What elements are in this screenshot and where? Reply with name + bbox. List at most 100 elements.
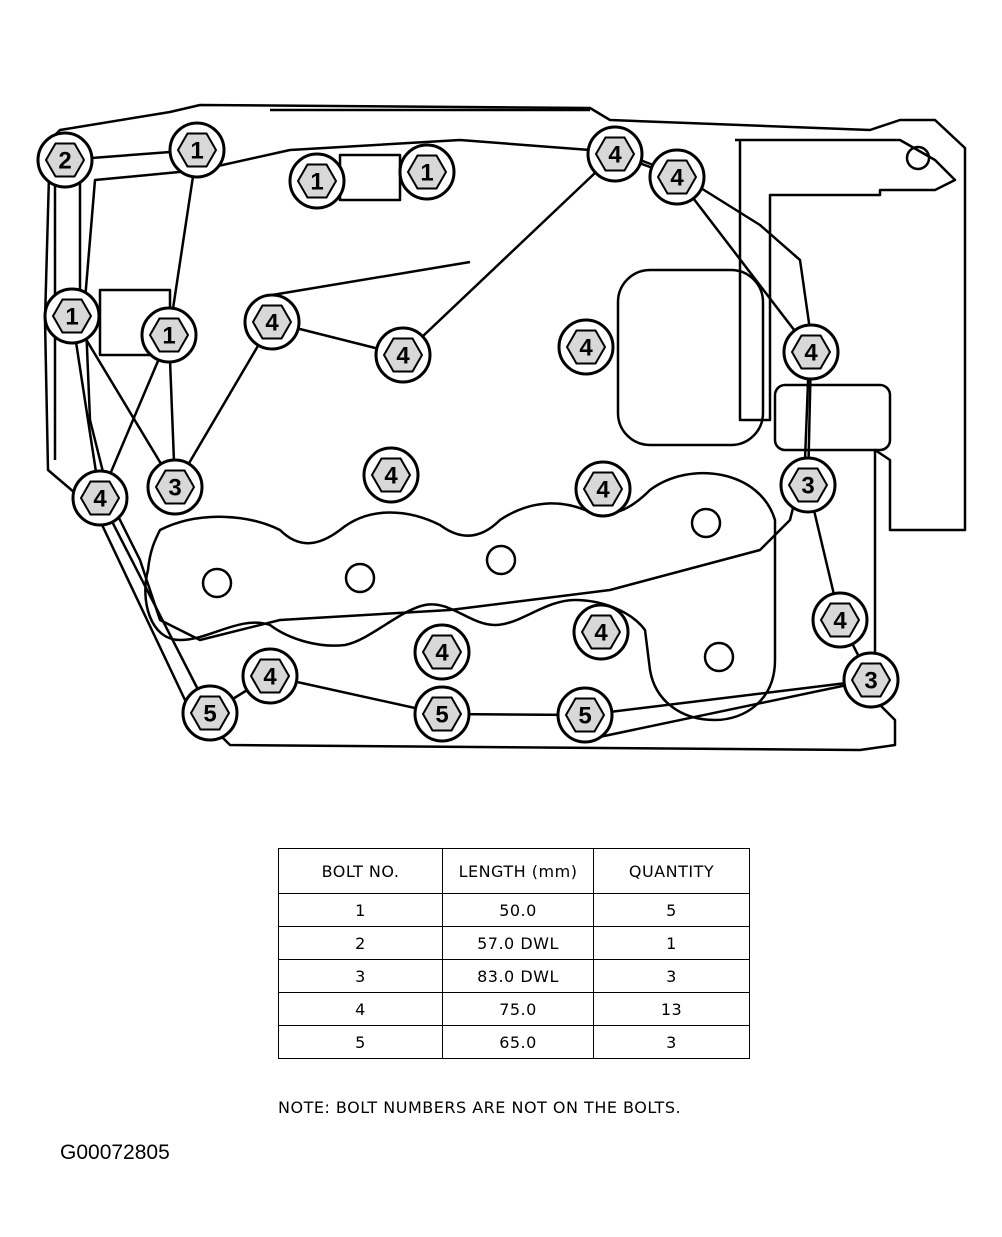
bolt-head-icon — [594, 136, 636, 172]
bolt-head-icon — [819, 602, 861, 638]
bolt-1-marker: 1 — [398, 143, 456, 201]
cell-bolt-no: 4 — [278, 992, 443, 1026]
cell-quantity: 3 — [593, 959, 750, 993]
bolt-note: NOTE: BOLT NUMBERS ARE NOT ON THE BOLTS. — [278, 1098, 682, 1117]
bolt-1-marker: 1 — [140, 306, 198, 364]
bolt-4-marker: 4 — [586, 125, 644, 183]
bolt-2-marker: 2 — [36, 131, 94, 189]
bolt-number-label: 2 — [58, 148, 71, 175]
bolt-group: 2 1 1 1 4 4 1 1 4 4 4 4 4 3 4 4 3 4 4 4 3 5 5 5 4 — [36, 121, 900, 744]
bolt-head-icon — [79, 480, 121, 516]
bolt-4-marker: 4 — [572, 603, 630, 661]
bolt-head-icon — [850, 662, 892, 698]
bolt-head-icon — [656, 159, 698, 195]
bolt-3-marker: 3 — [146, 458, 204, 516]
cell-length: 75.0 — [442, 992, 594, 1026]
header-quantity: QUANTITY — [593, 848, 750, 894]
bolt-head-icon — [370, 457, 412, 493]
bolt-number-label: 4 — [579, 335, 593, 362]
bolt-number-label: 3 — [168, 475, 181, 502]
bolt-number-label: 5 — [435, 702, 448, 729]
bolt-number-label: 4 — [263, 664, 277, 691]
bolt-number-label: 5 — [203, 701, 216, 728]
table-row: 4 75.0 13 — [278, 992, 750, 1026]
bolt-1-marker: 1 — [43, 287, 101, 345]
cell-bolt-no: 2 — [278, 926, 443, 960]
bolt-head-icon — [582, 471, 624, 507]
bolt-4-marker: 4 — [243, 293, 301, 351]
bolt-number-label: 4 — [594, 620, 608, 647]
bolt-4-marker: 4 — [374, 326, 432, 384]
cell-quantity: 5 — [593, 893, 750, 927]
bolt-head-icon — [564, 697, 606, 733]
bolt-1-marker: 1 — [288, 152, 346, 210]
table-row: 3 83.0 DWL 3 — [278, 959, 750, 993]
bolt-5-marker: 5 — [556, 686, 614, 744]
valve-body-diagram: 2 1 1 1 4 4 1 1 4 4 4 4 4 3 4 4 3 4 4 4 3 5 5 5 4 — [36, 103, 967, 752]
bolt-head-icon — [382, 337, 424, 373]
valve-body-outline — [43, 103, 967, 752]
solenoid-block — [773, 383, 892, 452]
bolt-4-marker: 4 — [71, 469, 129, 527]
bolt-head-icon — [189, 695, 231, 731]
right-bracket — [735, 138, 957, 422]
bolt-4-marker: 4 — [362, 446, 420, 504]
cell-length: 57.0 DWL — [442, 926, 594, 960]
cell-length: 50.0 — [442, 893, 594, 927]
bolt-number-label: 4 — [396, 343, 410, 370]
bolt-number-label: 4 — [596, 477, 610, 504]
bolt-number-label: 1 — [190, 138, 203, 165]
bolt-head-icon — [296, 163, 338, 199]
bolt-head-icon — [44, 142, 86, 178]
bolt-head-icon — [249, 658, 291, 694]
header-bolt-no: BOLT NO. — [278, 848, 443, 894]
bolt-4-marker: 4 — [413, 623, 471, 681]
bolt-head-icon — [406, 154, 448, 190]
bolt-4-marker: 4 — [782, 323, 840, 381]
bolt-head-icon — [51, 298, 93, 334]
table-row: 2 57.0 DWL 1 — [278, 926, 750, 960]
figure-id: G00072805 — [60, 1141, 170, 1164]
bolt-head-icon — [176, 132, 218, 168]
bolt-head-icon — [790, 334, 832, 370]
bolt-number-label: 4 — [833, 608, 847, 635]
bolt-5-marker: 5 — [413, 685, 471, 743]
valve-pocket — [616, 268, 765, 447]
bolt-4-marker: 4 — [574, 460, 632, 518]
header-length: LENGTH (mm) — [442, 848, 594, 894]
bolt-number-label: 4 — [265, 310, 279, 337]
bolt-number-label: 5 — [578, 703, 591, 730]
bolt-3-marker: 3 — [779, 456, 837, 514]
oil-passage-cavity — [144, 471, 777, 722]
cell-length: 65.0 — [442, 1025, 594, 1059]
bolt-4-marker: 4 — [648, 148, 706, 206]
bolt-head-icon — [148, 317, 190, 353]
bolt-number-label: 4 — [670, 165, 684, 192]
bolt-number-label: 4 — [435, 640, 449, 667]
bolt-1-marker: 1 — [168, 121, 226, 179]
bolt-number-label: 3 — [864, 668, 877, 695]
cell-length: 83.0 DWL — [442, 959, 594, 993]
bolt-number-label: 4 — [608, 142, 622, 169]
bolt-number-label: 4 — [384, 463, 398, 490]
cell-quantity: 3 — [593, 1025, 750, 1059]
table-row: 1 50.0 5 — [278, 893, 750, 927]
bolt-4-marker: 4 — [241, 647, 299, 705]
separator-plate-outline — [83, 138, 812, 642]
bolt-3-marker: 3 — [842, 651, 900, 709]
bolt-number-label: 1 — [65, 304, 78, 331]
bolt-head-icon — [565, 329, 607, 365]
bolt-head-icon — [251, 304, 293, 340]
bolt-number-label: 4 — [93, 486, 107, 513]
bolt-spec-table: BOLT NO. LENGTH (mm) QUANTITY 1 50.0 5 2… — [278, 848, 750, 1059]
cell-bolt-no: 5 — [278, 1025, 443, 1059]
bolt-4-marker: 4 — [811, 591, 869, 649]
cell-quantity: 1 — [593, 926, 750, 960]
bolt-number-label: 1 — [162, 323, 175, 350]
table-row: 5 65.0 3 — [278, 1025, 750, 1059]
bolt-number-label: 1 — [420, 160, 433, 187]
cell-bolt-no: 1 — [278, 893, 443, 927]
bolt-number-label: 3 — [801, 473, 814, 500]
cell-quantity: 13 — [593, 992, 750, 1026]
bolt-head-icon — [580, 614, 622, 650]
